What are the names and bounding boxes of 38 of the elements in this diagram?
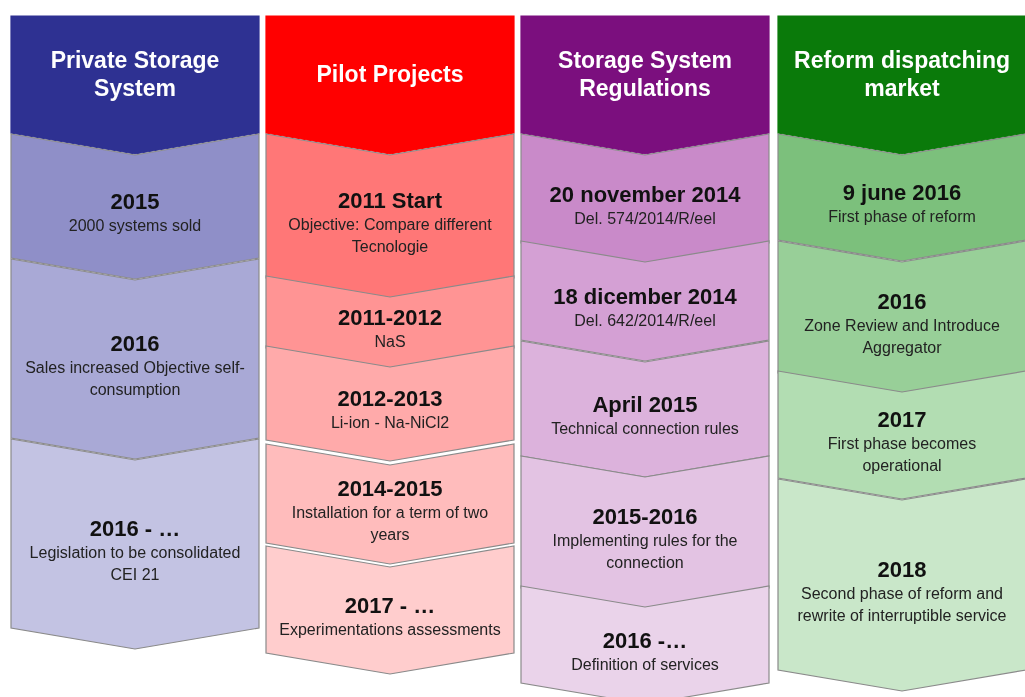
description-text: Objective: Compare different Tecnologie	[287, 215, 493, 257]
description-text: Definition of services	[571, 654, 719, 675]
date-heading: 2016 - …	[89, 514, 181, 542]
description-text: Sales increased Objective self-consumption	[24, 357, 246, 400]
column-title: Storage System Regulations	[557, 46, 733, 102]
description-text: 2000 systems sold	[68, 216, 202, 236]
date-heading: 2011 Start	[338, 187, 442, 214]
date-heading: 2016 -…	[602, 626, 688, 654]
date-heading: 2016	[110, 329, 160, 357]
date-heading: 2014-2015	[337, 474, 443, 502]
description-text: Second phase of reform and rewrite of interruptible service	[796, 583, 1008, 626]
date-heading: 2015	[110, 188, 160, 215]
date-heading: 2018	[877, 555, 927, 583]
description-text: Installation for a term of two years	[290, 502, 490, 545]
description-text: Technical connection rules	[551, 418, 739, 439]
date-heading: 20 november 2014	[549, 180, 741, 208]
date-heading: 2012-2013	[337, 385, 443, 412]
date-heading: 2017	[877, 405, 927, 433]
description-text: Experimentations assessments	[279, 619, 501, 640]
date-heading: 2016	[877, 288, 927, 315]
date-heading: April 2015	[592, 390, 698, 418]
description-text: First phase of reform	[828, 207, 976, 227]
description-text: First phase becomes operational	[826, 433, 978, 476]
description-text: NaS	[374, 332, 406, 352]
column-title: Reform dispatching market	[793, 46, 1011, 102]
description-text: Li-ion - Na-NiCl2	[330, 413, 450, 433]
date-heading: 18 dicember 2014	[553, 282, 737, 310]
date-heading: 2011-2012	[338, 304, 442, 331]
column-title: Private Storage System	[49, 46, 221, 102]
date-heading: 9 june 2016	[842, 179, 962, 206]
description-text: Zone Review and Introduce Aggregator	[803, 316, 1001, 358]
description-text: Del. 642/2014/R/eel	[574, 310, 716, 331]
description-text: Legislation to be consolidated CEI 21	[28, 542, 242, 585]
description-text: Del. 574/2014/R/eel	[574, 208, 716, 229]
description-text: Implementing rules for the connection	[551, 531, 739, 573]
date-heading: 2015-2016	[592, 503, 698, 530]
date-heading: 2017 - …	[344, 591, 436, 619]
column-title: Pilot Projects	[316, 60, 464, 88]
